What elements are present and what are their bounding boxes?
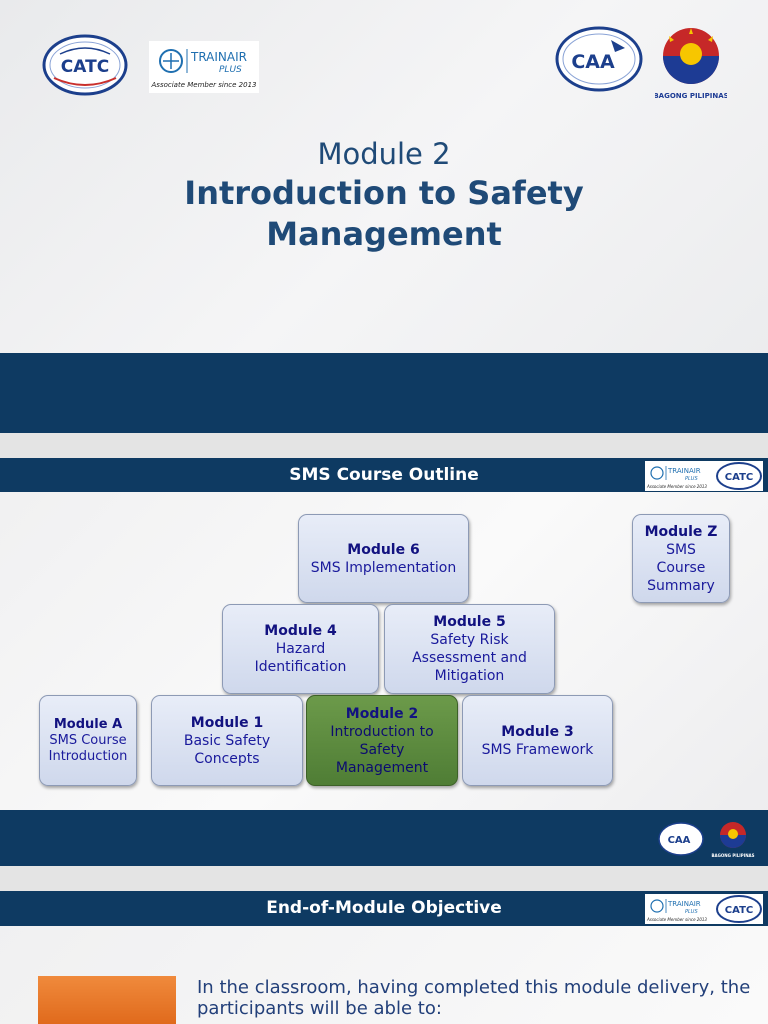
footer-bp-caption: BAGONG PILIPINAS	[711, 853, 754, 858]
module-desc: Hazard Identification	[254, 641, 347, 675]
module-3-box[interactable]: Module 3 SMS Framework	[462, 695, 613, 786]
header-logos: TRAINAIR PLUS Associate Member since 201…	[645, 461, 763, 491]
module-name: Module A	[53, 716, 123, 732]
title-line-3: Management	[266, 215, 502, 253]
objective-slide: End-of-Module Objective TRAINAIR PLUS As…	[0, 891, 768, 1024]
hdr-trainair-caption: Associate Member since 2013	[646, 484, 707, 489]
hdr-trainair-title: TRAINAIR	[667, 900, 701, 908]
orange-accent-box	[38, 976, 176, 1024]
catc-logo-text: CATC	[61, 57, 109, 77]
title-slide: CATC TRAINAIR PLUS Associate Member sinc…	[0, 0, 768, 433]
module-desc: SMS Course Summary	[647, 541, 715, 594]
module-name: Module 5	[433, 614, 506, 630]
title-slide-bottom-band	[0, 353, 768, 433]
title-line-2: Introduction to Safety	[184, 174, 584, 212]
module-6-box[interactable]: Module 6 SMS Implementation	[298, 514, 469, 603]
module-desc: Safety Risk Assessment and Mitigation	[412, 632, 527, 684]
module-name: Module 3	[501, 723, 574, 740]
hdr-trainair-title: TRAINAIR	[667, 467, 701, 475]
trainair-plus-logo: TRAINAIR PLUS Associate Member since 201…	[149, 41, 259, 93]
catc-logo: CATC	[42, 34, 128, 96]
module-name: Module 4	[264, 623, 337, 639]
module-title: Module 2 Introduction to Safety Manageme…	[0, 135, 768, 255]
course-outline-slide: SMS Course Outline TRAINAIR PLUS Associa…	[0, 458, 768, 866]
footer-bar: CAA BAGONG PILIPINAS	[0, 810, 768, 866]
module-5-box[interactable]: Module 5 Safety Risk Assessment and Miti…	[384, 604, 555, 694]
module-z-box[interactable]: Module Z SMS Course Summary	[632, 514, 730, 603]
objective-body-text: In the classroom, having completed this …	[197, 977, 751, 1019]
trainair-caption: Associate Member since 2013	[151, 81, 257, 89]
module-name: Module 6	[347, 541, 420, 558]
module-1-box[interactable]: Module 1 Basic Safety Concepts	[151, 695, 303, 786]
hdr-trainair-plus: PLUS	[685, 909, 698, 915]
header-bar	[0, 891, 768, 926]
module-desc: SMS Course Introduction	[48, 732, 128, 764]
trainair-plus: PLUS	[219, 65, 242, 75]
bagong-pilipinas-logo: BAGONG PILIPINAS	[655, 28, 727, 100]
header-logos: TRAINAIR PLUS Associate Member since 201…	[645, 894, 763, 924]
header-bar	[0, 458, 768, 492]
module-a-box[interactable]: Module A SMS Course Introduction	[39, 695, 137, 786]
module-desc: SMS Implementation	[310, 559, 457, 576]
slide-header-title: End-of-Module Objective	[266, 898, 502, 918]
module-desc: Introduction to Safety Management	[330, 723, 434, 776]
module-desc: SMS Framework	[481, 741, 594, 758]
footer-caa-text: CAA	[668, 835, 691, 846]
module-name: Module 1	[190, 714, 264, 731]
module-2-box-current[interactable]: Module 2 Introduction to Safety Manageme…	[306, 695, 458, 786]
hdr-trainair-caption: Associate Member since 2013	[646, 917, 707, 922]
slide-header-title: SMS Course Outline	[289, 465, 479, 485]
caa-logo: CAA	[555, 26, 643, 92]
module-4-box[interactable]: Module 4 Hazard Identification	[222, 604, 379, 694]
module-name: Module 2	[345, 705, 419, 722]
hdr-catc-text: CATC	[725, 905, 753, 916]
hdr-trainair-plus: PLUS	[685, 476, 698, 482]
module-desc: Basic Safety Concepts	[183, 732, 271, 767]
hdr-catc-text: CATC	[725, 472, 753, 483]
module-name: Module Z	[644, 523, 718, 540]
title-line-1: Module 2	[317, 137, 451, 171]
caa-logo-text: CAA	[571, 51, 615, 73]
bp-logo-caption: BAGONG PILIPINAS	[655, 92, 727, 100]
trainair-title: TRAINAIR	[190, 50, 247, 64]
